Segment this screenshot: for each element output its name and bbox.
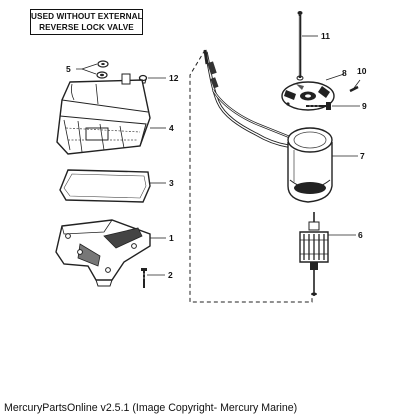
part-6-armature [299, 212, 329, 296]
leader-lines [76, 35, 361, 276]
callout-3: 3 [169, 178, 174, 188]
callout-9: 9 [362, 101, 367, 111]
callout-8: 8 [342, 68, 347, 78]
part-4-reservoir [56, 73, 151, 155]
usage-note-box: USED WITHOUT EXTERNAL REVERSE LOCK VALVE [30, 9, 143, 35]
part-5-screw-washer [96, 60, 109, 79]
callout-10: 10 [357, 66, 367, 76]
copyright-footer: MercuryPartsOnline v2.5.1 (Image Copyrig… [4, 402, 298, 414]
callout-2: 2 [168, 270, 173, 280]
part-9-screw [306, 102, 331, 110]
callout-6: 6 [358, 230, 363, 240]
callout-4: 4 [169, 123, 174, 133]
part-11-pump-rod [296, 11, 304, 81]
callout-11: 11 [321, 31, 330, 41]
usage-note-line-1: USED WITHOUT EXTERNAL [31, 12, 143, 21]
part-3-gasket [59, 169, 151, 203]
callout-12: 12 [169, 73, 179, 83]
callout-7: 7 [360, 151, 365, 161]
callout-5: 5 [66, 64, 71, 74]
callout-1: 1 [169, 233, 174, 243]
part-10-pin [349, 85, 359, 93]
wiring-harness [203, 49, 293, 148]
usage-note-line-2: REVERSE LOCK VALVE [39, 22, 134, 32]
part-2-bolt [141, 268, 147, 288]
part-1-pump-body [55, 219, 151, 287]
assembly-dash-line [189, 49, 313, 303]
part-7-motor-housing [287, 127, 333, 203]
